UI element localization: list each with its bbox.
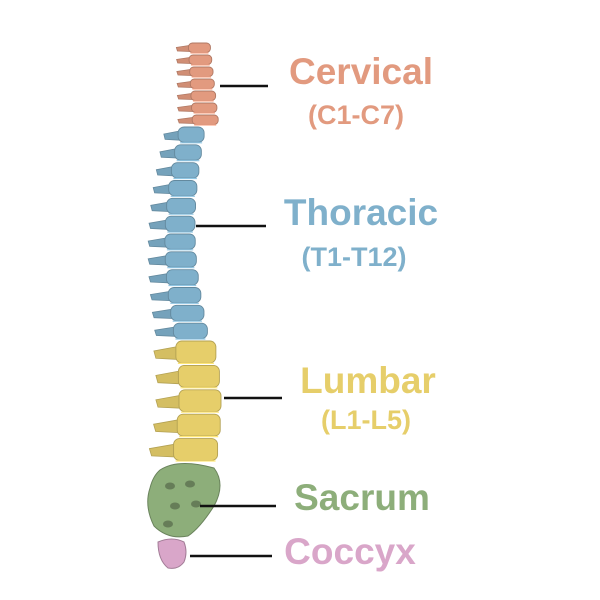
thoracic-vertebra-body: [167, 287, 202, 304]
cervical-vertebra-body: [189, 78, 215, 89]
thoracic-vertebra-body: [177, 126, 205, 143]
thoracic-vertebra-body: [164, 233, 196, 250]
sacrum-label: Sacrum: [294, 477, 430, 518]
sacral-foramen: [163, 520, 173, 528]
lumbar-vertebra-body: [178, 389, 222, 413]
lumbar-range-label: (L1-L5): [321, 405, 411, 435]
sacral-foramen: [185, 480, 195, 488]
sacrum-bone: [147, 463, 221, 538]
sacral-foramen: [191, 500, 201, 508]
thoracic-vertebrae: [147, 126, 208, 340]
coccyx-shape: [157, 538, 187, 569]
sacral-foramen: [170, 502, 180, 510]
cervical-range-label: (C1-C7): [307, 100, 404, 130]
thoracic-range-label: (T1-T12): [301, 242, 407, 272]
thoracic-vertebra-body: [174, 144, 202, 161]
thoracic-vertebra-body: [168, 180, 198, 197]
leader-lines: [190, 84, 282, 558]
cervical-label: Cervical: [289, 51, 433, 92]
cervical-vertebra-body: [191, 114, 219, 125]
coccyx-bone: [157, 538, 187, 569]
cervical-vertebra-body: [188, 54, 213, 65]
thoracic-label: Thoracic: [283, 192, 439, 233]
coccyx-label: Coccyx: [284, 531, 416, 572]
cervical-vertebra-body: [190, 90, 217, 101]
thoracic-vertebra-body: [172, 322, 208, 339]
sacral-foramen: [165, 482, 175, 490]
lumbar-vertebra-body: [173, 438, 219, 461]
lumbar-label: Lumbar: [300, 360, 436, 401]
cervical-vertebra-body: [189, 66, 214, 77]
lumbar-vertebra-body: [177, 364, 220, 388]
lumbar-vertebra-body: [176, 413, 221, 437]
thoracic-vertebra-body: [164, 215, 196, 232]
thoracic-vertebra-body: [165, 269, 199, 286]
lumbar-vertebrae: [148, 340, 222, 462]
cervical-vertebra-body: [191, 102, 218, 113]
lumbar-vertebra-body: [175, 340, 217, 364]
cervical-vertebrae: [175, 42, 219, 126]
thoracic-vertebra-body: [170, 162, 200, 179]
cervical-vertebra-body: [187, 42, 211, 53]
thoracic-vertebra-body: [170, 304, 205, 322]
thoracic-vertebra-body: [164, 251, 197, 268]
sacrum-shape: [147, 463, 221, 538]
thoracic-vertebra-body: [166, 197, 196, 215]
